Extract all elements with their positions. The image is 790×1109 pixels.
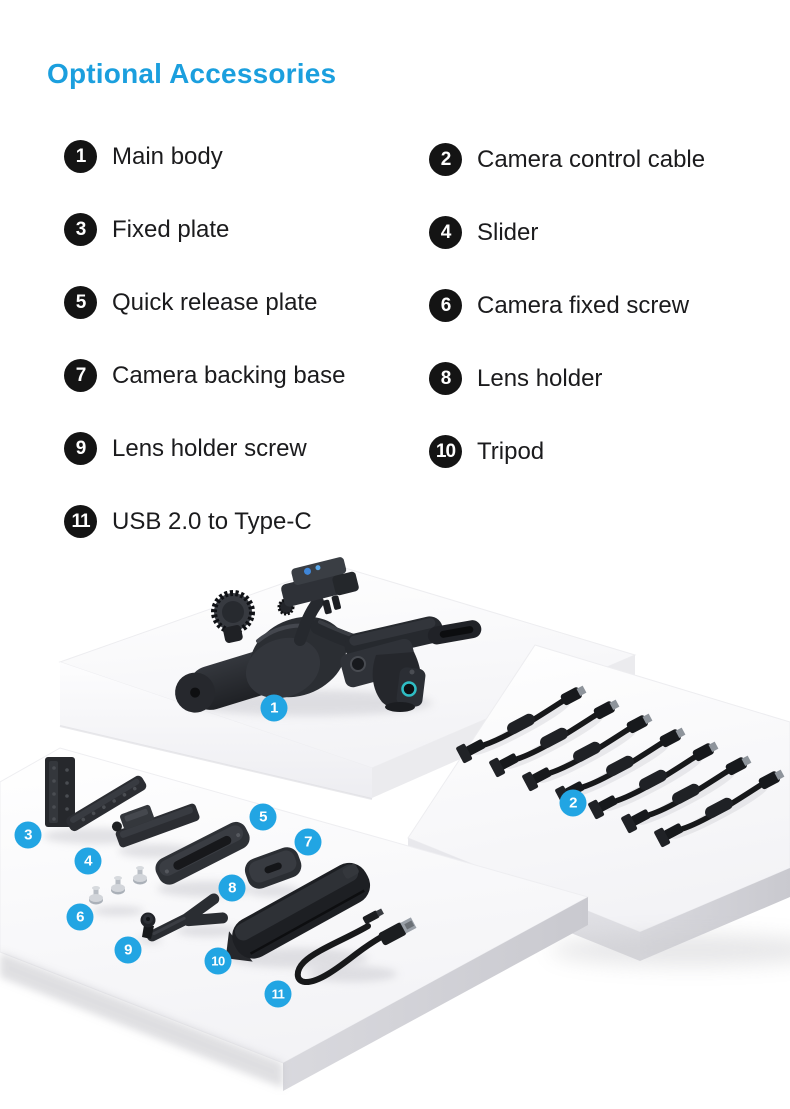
- accessory-label: Tripod: [477, 437, 545, 465]
- accessory-label: Camera fixed screw: [477, 291, 690, 319]
- accessory-list-item: 5 Quick release plate: [64, 286, 429, 319]
- accessory-number-badge: 11: [64, 505, 97, 538]
- quick-release-plate-illustration: [155, 821, 250, 885]
- accessory-label: Lens holder screw: [112, 434, 307, 462]
- accessory-number-badge: 2: [429, 143, 462, 176]
- tripod-illustration: [225, 862, 371, 962]
- slider-illustration: [111, 803, 200, 848]
- accessory-number-badge: 4: [429, 216, 462, 249]
- accessory-number-badge: 7: [64, 359, 97, 392]
- accessory-list-item: 9 Lens holder screw: [64, 432, 429, 465]
- accessory-number-badge: 8: [429, 362, 462, 395]
- accessory-list-item: 6 Camera fixed screw: [429, 289, 776, 322]
- gimbal-illustration: [175, 557, 482, 713]
- accessory-number-badge: 5: [64, 286, 97, 319]
- accessory-label: Slider: [477, 218, 539, 246]
- accessory-list-item: 11 USB 2.0 to Type-C: [64, 505, 429, 538]
- accessory-list-item: 1 Main body: [64, 140, 429, 173]
- accessory-list-item: 10 Tripod: [429, 435, 776, 468]
- accessory-number-badge: 6: [429, 289, 462, 322]
- accessory-label: Quick release plate: [112, 288, 318, 316]
- accessory-label: USB 2.0 to Type-C: [112, 507, 312, 535]
- usb-cable-illustration: [294, 908, 417, 985]
- lens-holder-illustration: [146, 893, 228, 942]
- accessory-number-badge: 3: [64, 213, 97, 246]
- lens-holder-screw-illustration: [140, 912, 156, 939]
- accessory-label: Main body: [112, 142, 223, 170]
- page-title: Optional Accessories: [47, 58, 337, 89]
- camera-fixed-screws-illustration: [89, 866, 147, 905]
- accessory-list-item: 3 Fixed plate: [64, 213, 429, 246]
- fixed-plate-illustration: [45, 757, 147, 832]
- camera-backing-base-illustration: [244, 847, 302, 889]
- accessory-number-badge: 9: [64, 432, 97, 465]
- accessories-list: 1 Main body 2 Camera control cable 3 Fix…: [64, 120, 776, 558]
- accessory-label: Camera backing base: [112, 361, 346, 389]
- accessory-list-item: 2 Camera control cable: [429, 143, 776, 176]
- accessory-list-item: 4 Slider: [429, 216, 776, 249]
- accessory-number-badge: 1: [64, 140, 97, 173]
- accessory-list-item: 7 Camera backing base: [64, 359, 429, 392]
- accessory-label: Camera control cable: [477, 145, 706, 173]
- accessory-label: Lens holder: [477, 364, 603, 392]
- accessory-number-badge: 10: [429, 435, 462, 468]
- accessory-list-item: 8 Lens holder: [429, 362, 776, 395]
- accessory-label: Fixed plate: [112, 215, 230, 243]
